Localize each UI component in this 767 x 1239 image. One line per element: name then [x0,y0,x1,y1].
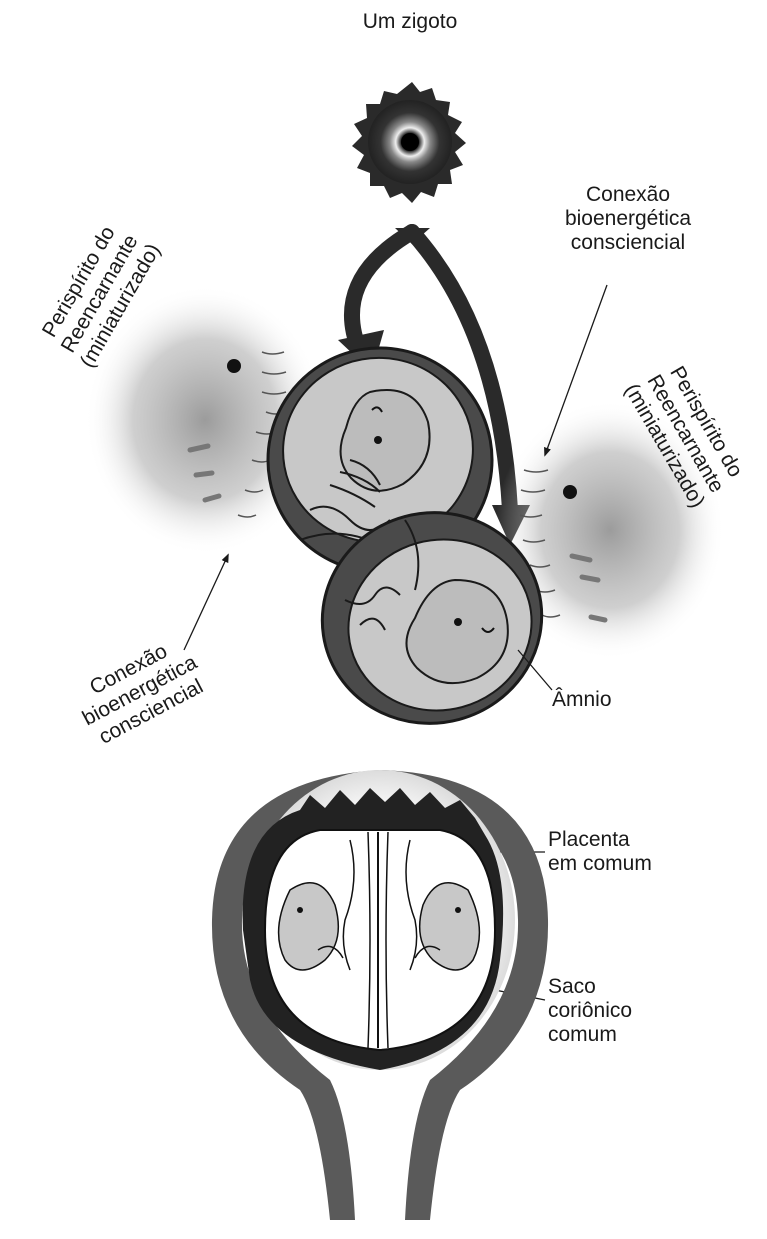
chorionic-sac-label: Saco coriônico comum [548,975,632,1047]
uterus-illustration [212,770,548,1220]
connection-label-right: Conexão bioenergética consciencial [548,183,708,255]
amnion-label: Âmnio [552,688,612,712]
placenta-label: Placenta em comum [548,828,652,876]
zygote-label: Um zigoto [335,10,485,34]
zygote-illustration [352,82,466,203]
